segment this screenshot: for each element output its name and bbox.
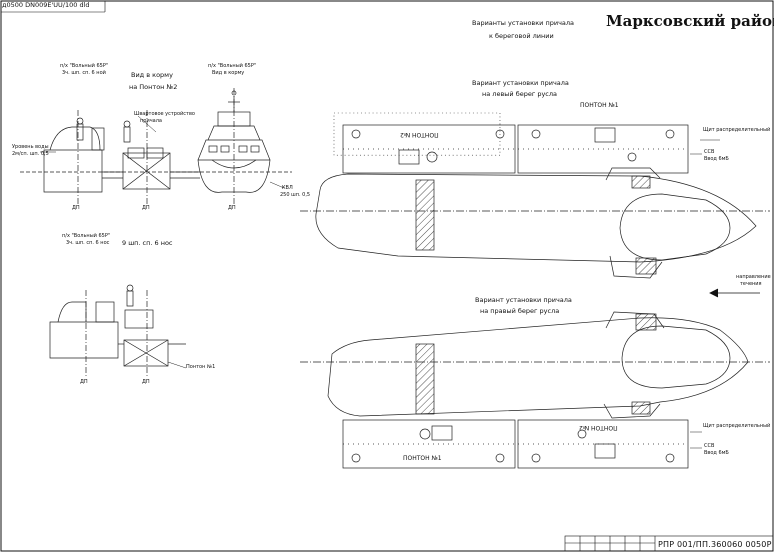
pontoon-label-mirrored-top: ПОНТОН №2	[400, 131, 439, 138]
right-bank-caption-line2: на правый берег русла	[480, 307, 560, 315]
plan-left-bank	[300, 112, 770, 279]
gangway-label-line1: Швартовое устройство	[134, 111, 195, 117]
ship-label-a-line2: 3ч. шп. сп. 6 ной	[62, 70, 106, 76]
ship-label-c-line2: 3ч. шп. сп. 6 нос	[66, 240, 110, 246]
ship-label-b-line2: Вид в корму	[212, 70, 245, 76]
draft-label-line1: КВЛ	[282, 185, 293, 191]
scale-caption: 9 шп. сп. 6 нос	[122, 239, 173, 247]
waterline-label-line2: 2м/сп. шп. 0,5	[12, 151, 49, 157]
district-title: Марксовский район	[606, 12, 774, 30]
draft-label-line2: 250 шп. 0,5	[280, 192, 311, 198]
left-bank-caption-line1: Вариант установки причала	[472, 79, 569, 87]
pontoon-label-top: ПОНТОН №1	[580, 102, 619, 109]
cable-label-top-line2: Ввод 6мБ	[704, 156, 729, 162]
centerline-label-5: ДП	[142, 379, 150, 385]
left-bank-caption-line2: на левый берег русла	[482, 90, 558, 98]
shield-label-bottom: Щит распределительный	[703, 423, 771, 429]
pontoon-label-mirrored-bottom: ПОНТОН №2	[579, 424, 618, 431]
gangway-label-line2: причала	[140, 118, 162, 124]
sheet-code: д0500 DN009E'UU/100 dld	[2, 1, 90, 9]
ship-label-c-line1: п/х "Вольный 65Р"	[62, 233, 111, 239]
ship-label-a-line1: п/х "Вольный 65Р"	[60, 63, 109, 69]
view-stern-caption-line2: на Понтон №2	[129, 83, 178, 91]
centerline-label-4: ДП	[80, 379, 88, 385]
bow-view-elevation	[49, 284, 187, 378]
view-stern-caption-line1: Вид в корму	[131, 71, 173, 79]
current-direction-arrow	[709, 288, 760, 298]
plan-right-bank	[300, 311, 770, 469]
variants-title-line2: к береговой линии	[489, 32, 554, 40]
drawing-stamp-code: РПР 001/ПП.360060 0050Р	[658, 540, 772, 549]
centerline-label-3: ДП	[228, 205, 236, 211]
ship-label-b-line1: п/х "Вольный 65Р"	[208, 63, 257, 69]
cable-label-top-line1: ССВ	[704, 149, 715, 155]
pontoon-label-bottom: ПОНТОН №1	[403, 455, 442, 462]
pontoon1-label: Понтон №1	[186, 364, 216, 370]
waterline-label-line1: Уровень воды	[12, 144, 49, 150]
right-bank-caption-line1: Вариант установки причала	[475, 296, 572, 304]
cable-label-bottom-line1: ССВ	[704, 443, 715, 449]
flow-label-line1: направление	[736, 274, 771, 280]
centerline-label-2: ДП	[142, 205, 150, 211]
stern-view-elevation	[20, 88, 292, 204]
variants-title-line1: Варианты установки причала	[472, 19, 575, 27]
centerline-label-1: ДП	[72, 205, 80, 211]
shield-label-top: Щит распределительный	[703, 127, 771, 133]
cable-label-bottom-line2: Ввод 6мБ	[704, 450, 729, 456]
flow-label-line2: течения	[740, 281, 762, 287]
title-block	[564, 535, 774, 552]
